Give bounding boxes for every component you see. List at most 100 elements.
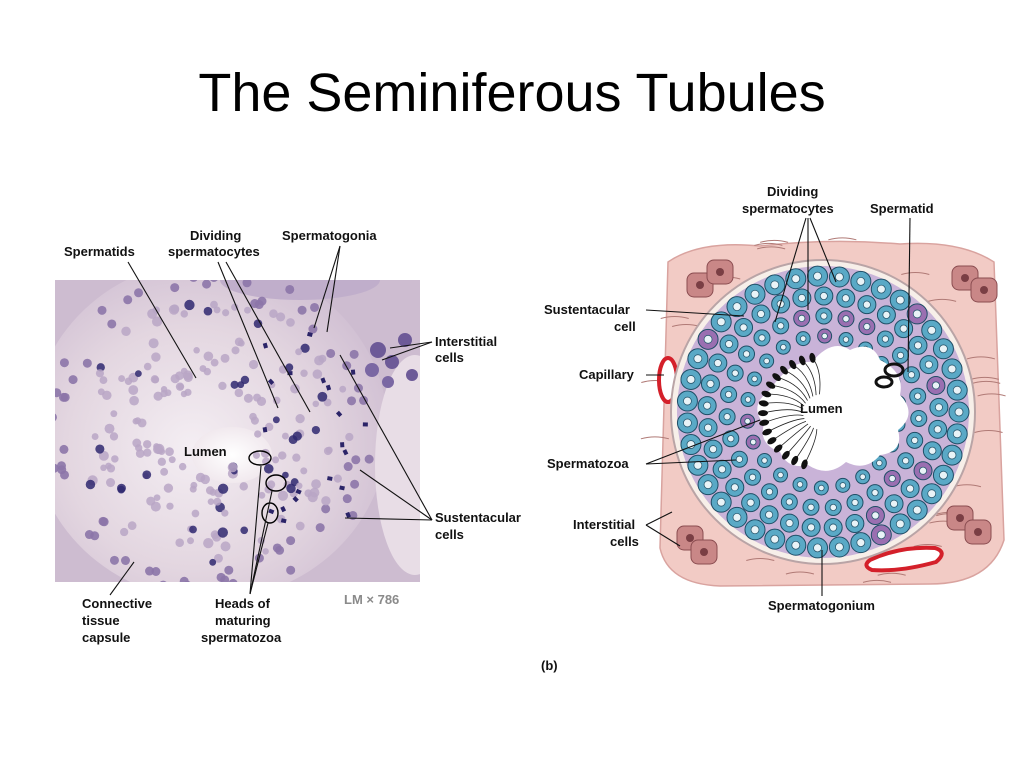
micrograph-nucleus xyxy=(189,485,197,493)
tissue-fiber xyxy=(972,380,1001,384)
leader-drawing-sustentacular xyxy=(645,309,745,317)
micrograph-nucleus xyxy=(224,565,234,575)
micrograph-nucleus xyxy=(297,305,307,315)
leader-dividing-a xyxy=(217,261,279,409)
micrograph-nucleus xyxy=(104,423,115,434)
heads-marker-ring xyxy=(265,474,287,492)
micrograph-nucleus xyxy=(290,383,300,394)
micrograph-nucleus xyxy=(135,444,143,452)
micrograph-adjacent-tubule xyxy=(375,355,420,575)
spermatid-head xyxy=(874,375,894,389)
leader-drawing-spermatozoa-a xyxy=(645,419,761,465)
micrograph-nucleus xyxy=(317,391,328,402)
micrograph-interstitial-cluster xyxy=(365,333,418,388)
label-drawing-sustentacular-line2: cell xyxy=(614,319,636,334)
micrograph-nucleus xyxy=(175,538,184,547)
micrograph-dividing-chromosome xyxy=(262,426,268,433)
micrograph-nucleus xyxy=(315,523,325,533)
label-interstitial-line1: Interstitial xyxy=(435,334,497,349)
micrograph-nucleus xyxy=(240,526,249,535)
heads-marker-ring xyxy=(248,450,272,466)
micrograph-nucleus xyxy=(265,422,274,432)
micrograph-nucleus xyxy=(151,567,161,577)
micrograph-nucleus xyxy=(351,455,361,465)
micrograph-nucleus xyxy=(178,462,187,471)
micrograph-nucleus xyxy=(153,391,163,401)
micrograph-nucleus xyxy=(129,395,139,406)
micrograph-nucleus xyxy=(218,381,227,391)
label-lumen: Lumen xyxy=(184,444,227,459)
micrograph-nucleus xyxy=(123,295,133,305)
germ-cell-nucleus xyxy=(896,351,905,359)
micrograph-nucleus xyxy=(98,450,109,461)
micrograph-nucleus xyxy=(110,410,118,418)
micrograph-nucleus xyxy=(82,358,92,368)
label-drawing-spermatozoa: Spermatozoa xyxy=(547,456,629,471)
micrograph-nucleus xyxy=(189,280,198,282)
label-dividing-line2: spermatocytes xyxy=(168,244,260,259)
germ-cell-nucleus xyxy=(723,413,731,421)
germ-cell-nucleus xyxy=(914,392,922,400)
micrograph-nucleus xyxy=(170,283,180,293)
spermatozoon-head xyxy=(767,437,777,445)
label-drawing-lumen: Lumen xyxy=(800,401,843,416)
micrograph-panel: Spermatids Dividing spermatocytes Sperma… xyxy=(40,228,521,645)
micrograph-nucleus xyxy=(106,477,116,488)
germ-cell-nucleus xyxy=(906,484,915,493)
micrograph-nucleus xyxy=(281,432,289,440)
micrograph-dividing-chromosome xyxy=(268,508,275,515)
tissue-fiber xyxy=(640,436,670,440)
micrograph-dividing-chromosome xyxy=(280,518,287,524)
germ-cell-nucleus xyxy=(933,425,942,434)
capillary-bottom xyxy=(864,545,944,573)
germ-cell-nucleus xyxy=(732,512,742,522)
micrograph-dividing-chromosome xyxy=(280,506,287,513)
label-heads-line3: spermatozoa xyxy=(201,630,282,645)
micrograph-nucleus xyxy=(220,353,230,363)
micrograph-nucleus xyxy=(343,462,353,472)
micrograph-nucleus xyxy=(272,456,280,464)
germ-cell-nucleus xyxy=(954,407,964,417)
label-spermatogonia: Spermatogonia xyxy=(282,228,377,243)
germ-cell-nucleus xyxy=(871,511,880,520)
micrograph-nucleus xyxy=(90,531,100,541)
germ-cell-nucleus xyxy=(703,334,713,344)
micrograph-nucleus xyxy=(195,472,206,483)
label-drawing-spermatid: Spermatid xyxy=(870,201,934,216)
micrograph-nucleus xyxy=(40,448,49,457)
micrograph-nucleus xyxy=(106,464,116,473)
micrograph-nucleus xyxy=(177,383,184,390)
micrograph-dividing-chromosome xyxy=(295,488,302,495)
germ-cell-nucleus xyxy=(706,379,715,388)
drawing-leader-lines xyxy=(645,217,911,596)
micrograph-nucleus xyxy=(205,486,215,495)
germ-cell-nucleus xyxy=(913,341,922,350)
micrograph-nucleus xyxy=(254,300,264,310)
germ-cell-nucleus xyxy=(785,498,793,506)
germ-cell-nucleus xyxy=(704,423,713,432)
spermatozoon-head xyxy=(758,400,769,407)
germ-cell-nucleus xyxy=(902,457,910,465)
interstitial-cell-nucleus xyxy=(716,268,724,276)
germ-cell-nucleus xyxy=(829,503,837,512)
germ-cell-nucleus xyxy=(927,325,937,335)
micrograph-nucleus xyxy=(55,463,59,473)
micrograph-nucleus xyxy=(285,363,294,372)
germ-cell-nucleus xyxy=(709,445,718,454)
interstitial-cell-nucleus xyxy=(686,534,694,542)
germ-cell-nucleus xyxy=(744,417,751,425)
micrograph-interstitium-top xyxy=(220,280,380,300)
tissue-fiber xyxy=(746,558,775,561)
interstitial-nucleus xyxy=(398,333,412,347)
germ-cell-nucleus xyxy=(862,300,871,309)
micrograph-nucleus xyxy=(99,376,108,385)
heads-marker-ring xyxy=(261,502,279,524)
micrograph-nucleus xyxy=(128,385,139,395)
leader-drawing-dividing-a xyxy=(774,217,807,323)
leader-drawing-dividing-c xyxy=(809,217,837,283)
germ-cell-nucleus xyxy=(915,414,923,423)
germ-cell-nucleus xyxy=(732,302,742,312)
interstitial-nucleus xyxy=(385,355,399,369)
micrograph-nucleus xyxy=(146,496,156,506)
micrograph-nucleus xyxy=(68,375,78,385)
